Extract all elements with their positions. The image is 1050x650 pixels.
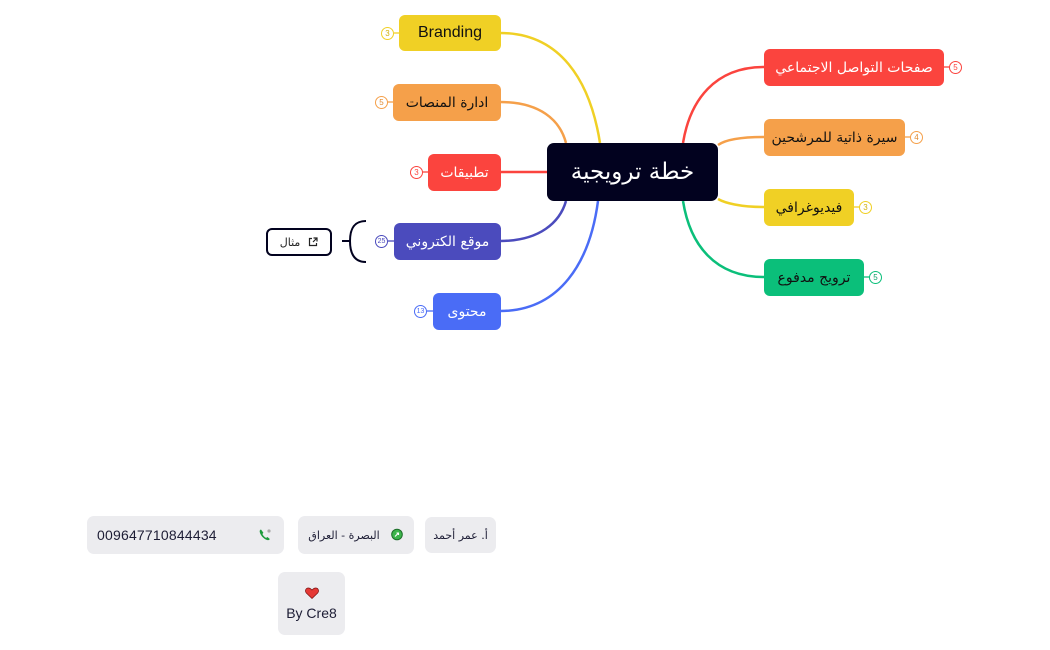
connector-cv (717, 135, 765, 147)
branch-label: فيديوغرافي (775, 199, 843, 216)
count-badge[interactable]: 13 (414, 305, 427, 318)
credit-chip[interactable]: By Cre8 (278, 572, 345, 635)
heart-icon (304, 587, 319, 599)
phone-chip[interactable]: 009647710844434 (87, 516, 284, 554)
branch-social-pages[interactable]: صفحات التواصل الاجتماعي (764, 49, 944, 86)
branch-label: سيرة ذاتية للمرشحين (771, 129, 898, 146)
branch-candidate-cv[interactable]: سيرة ذاتية للمرشحين (764, 119, 905, 156)
author-name: أ. عمر أحمد (433, 528, 488, 542)
count-badge[interactable]: 3 (410, 166, 423, 179)
branch-label: محتوى (447, 303, 487, 320)
phone-icon (258, 528, 272, 542)
branch-content[interactable]: محتوى (433, 293, 501, 330)
root-node[interactable]: خطة ترويجية (547, 143, 718, 201)
map-pin-icon (390, 528, 404, 542)
credit-text: By Cre8 (286, 604, 337, 621)
name-chip[interactable]: أ. عمر أحمد (425, 517, 496, 553)
location-chip[interactable]: البصرة - العراق (298, 516, 414, 554)
connector-paid (681, 200, 765, 279)
location-text: البصرة - العراق (308, 528, 380, 542)
count-badge[interactable]: 5 (949, 61, 962, 74)
branch-label: صفحات التواصل الاجتماعي (775, 59, 933, 76)
count-badge[interactable]: 5 (375, 96, 388, 109)
branch-label: ادارة المنصات (405, 94, 489, 111)
connector-content (499, 200, 600, 313)
link-label: مثال (279, 235, 301, 249)
link-bracket (348, 220, 367, 263)
branch-label: موقع الكتروني (405, 233, 490, 250)
branch-label: Branding (417, 24, 483, 41)
connector-platforms (499, 100, 568, 144)
branch-website[interactable]: موقع الكتروني (394, 223, 501, 260)
branch-branding[interactable]: Branding (399, 15, 501, 51)
connector-video (717, 197, 765, 209)
external-link-icon (308, 237, 318, 247)
count-badge[interactable]: 25 (375, 235, 388, 248)
connector-social (681, 65, 765, 144)
connector-branding (499, 31, 602, 144)
website-example-link[interactable]: مثال (266, 228, 332, 256)
count-badge[interactable]: 3 (859, 201, 872, 214)
branch-paid-promotion[interactable]: ترويج مدفوع (764, 259, 864, 296)
count-badge[interactable]: 5 (869, 271, 882, 284)
branch-label: ترويج مدفوع (777, 269, 851, 286)
count-badge[interactable]: 3 (381, 27, 394, 40)
connector-website (499, 200, 568, 243)
branch-videography[interactable]: فيديوغرافي (764, 189, 854, 226)
count-badge[interactable]: 4 (910, 131, 923, 144)
phone-number: 009647710844434 (97, 527, 217, 543)
branch-label: تطبيقات (440, 164, 489, 181)
branch-platform-management[interactable]: ادارة المنصات (393, 84, 501, 121)
root-label: خطة ترويجية (570, 159, 695, 185)
branch-apps[interactable]: تطبيقات (428, 154, 501, 191)
